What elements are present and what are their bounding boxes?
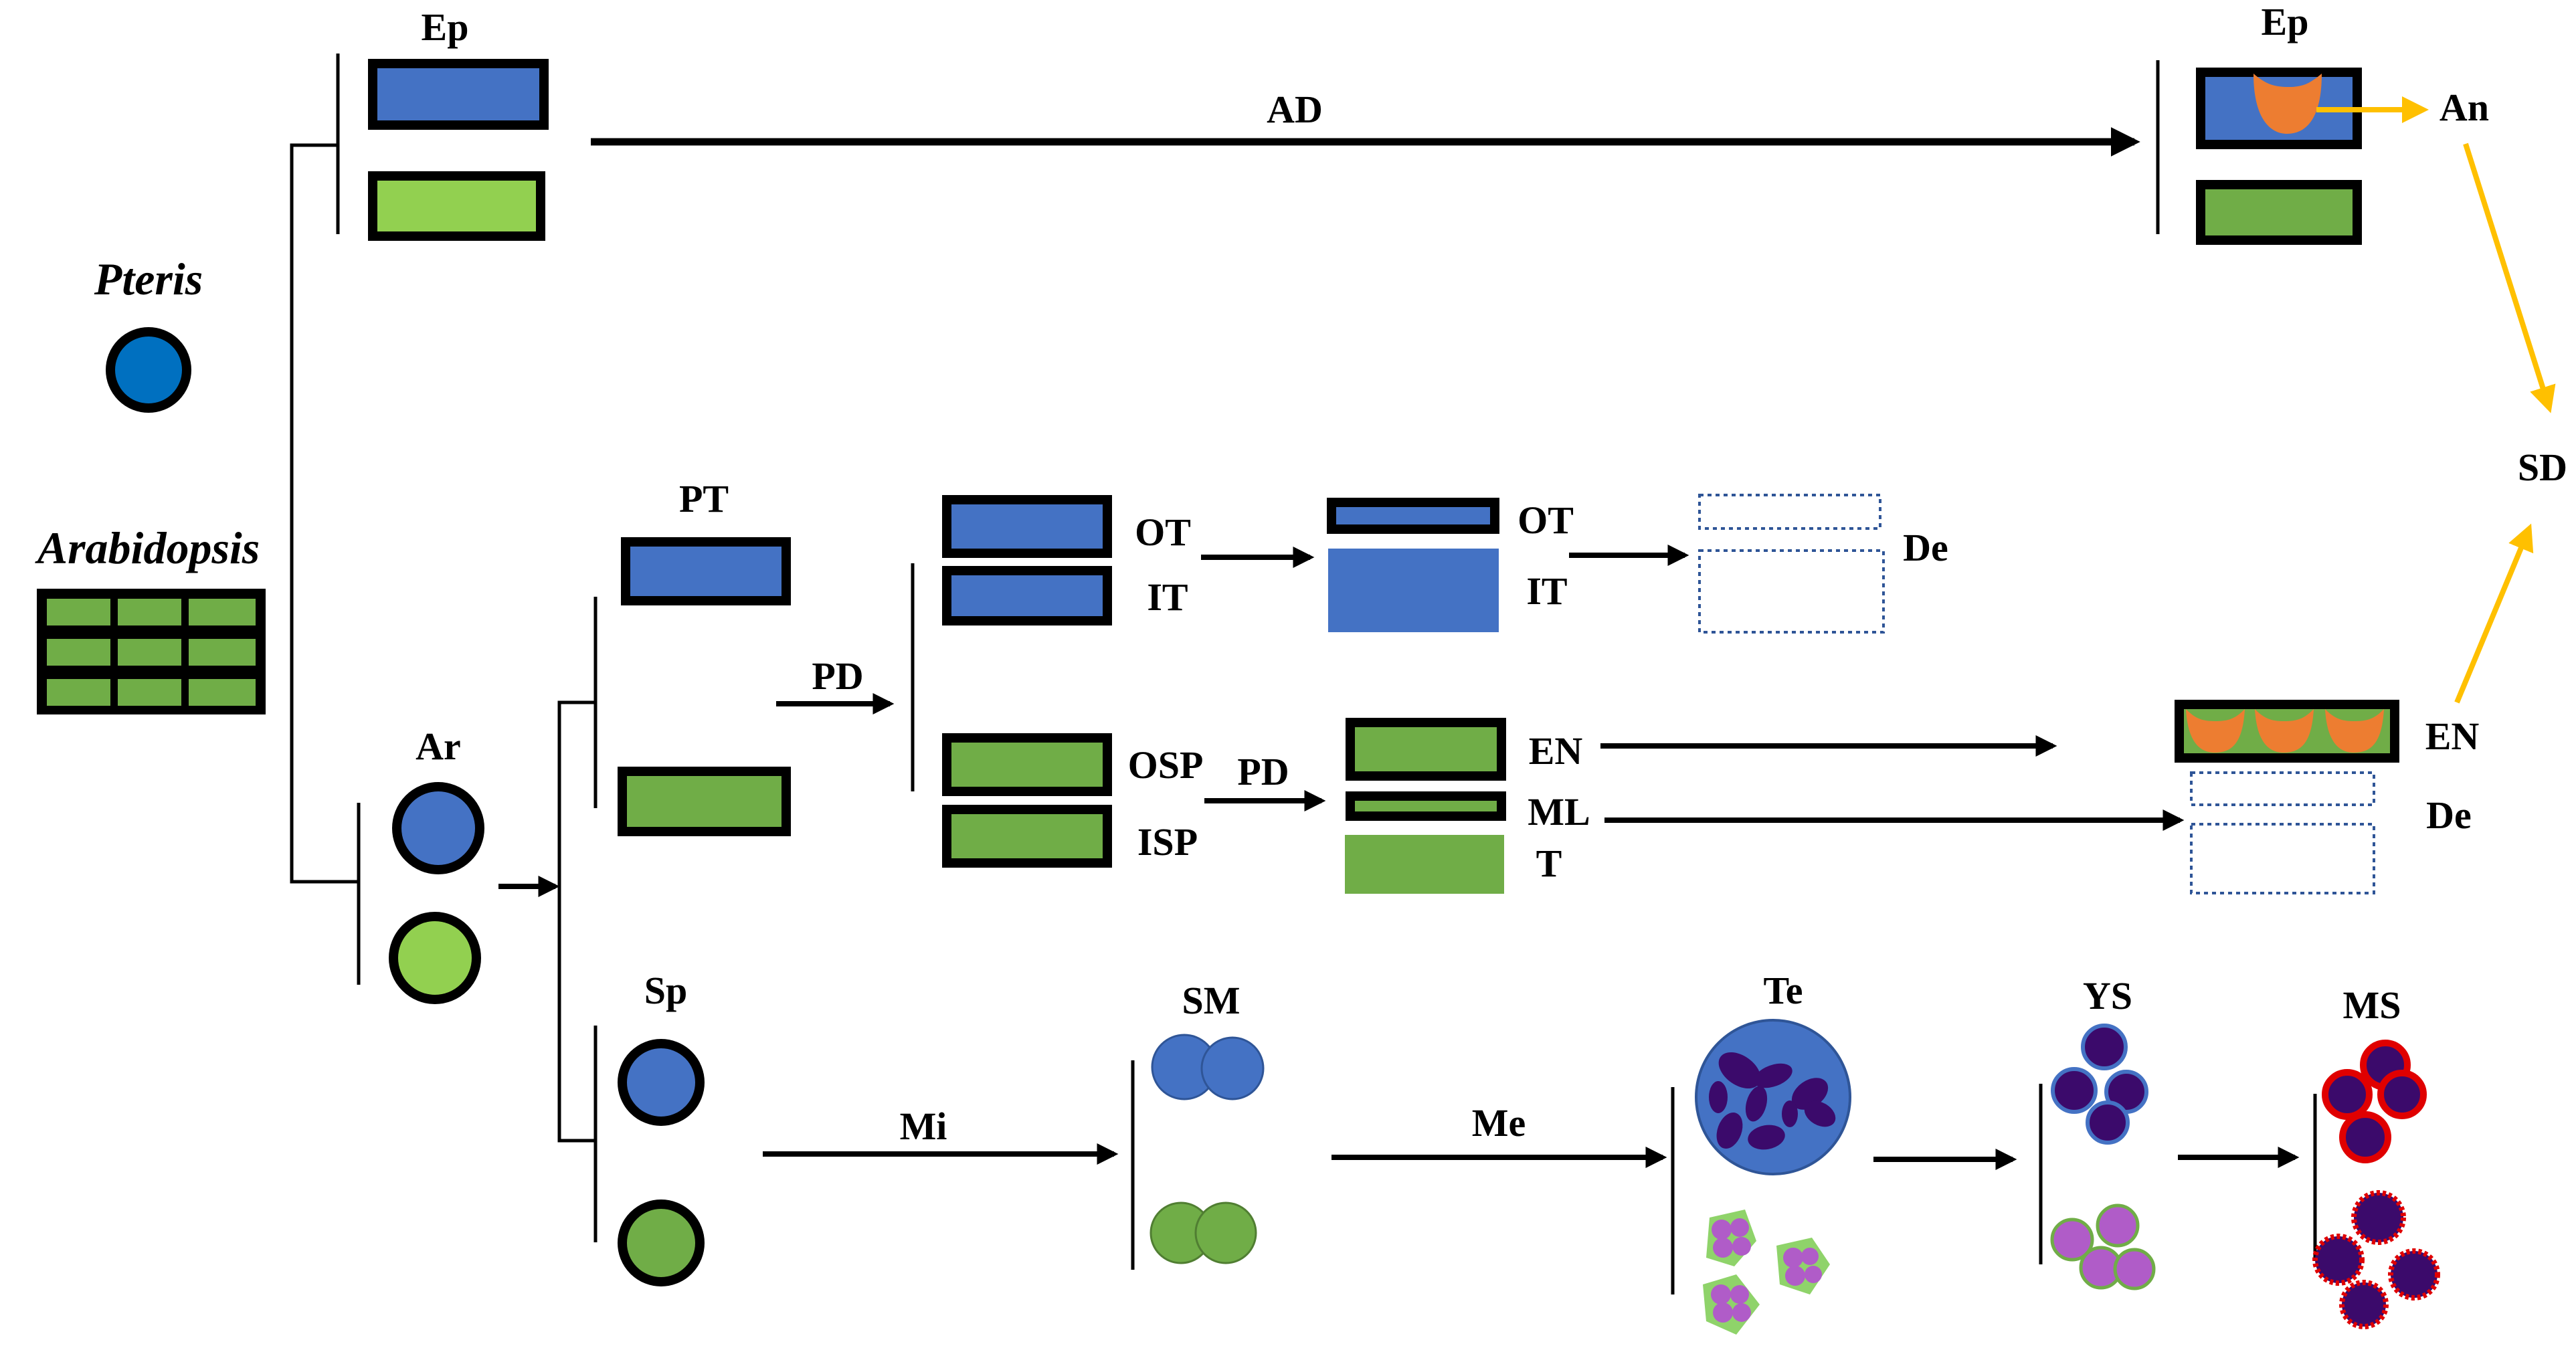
t-label: T xyxy=(1536,842,1562,885)
de-label-1: De xyxy=(1903,526,1948,569)
te-label: Te xyxy=(1763,969,1803,1012)
en-final-layer xyxy=(2175,700,2399,763)
ar-green-cell xyxy=(389,912,481,1004)
ot-blue-layer-1 xyxy=(942,495,1112,558)
sm-blue-dyad xyxy=(1151,1034,1265,1100)
it-label-1: IT xyxy=(1147,575,1188,619)
sp-blue-cell xyxy=(618,1039,705,1126)
an-label: An xyxy=(2440,86,2489,129)
arabidopsis-cell-grid xyxy=(37,589,266,714)
ot-label-2: OT xyxy=(1517,498,1574,542)
it-label-2: IT xyxy=(1526,569,1567,613)
ad-label: AD xyxy=(1267,88,1323,131)
ot-label-1: OT xyxy=(1135,510,1191,554)
de-label-2: De xyxy=(2426,793,2472,837)
ep-label-right: Ep xyxy=(2262,0,2309,43)
en-label-1: EN xyxy=(1529,729,1583,773)
degenerated-layer-2a xyxy=(2190,771,2375,806)
ep-green-layer-left xyxy=(368,171,545,241)
sp-label: Sp xyxy=(644,969,688,1012)
pt-blue-layer xyxy=(621,537,791,605)
middle-branch-connector xyxy=(557,597,597,1242)
it-blue-layer-1 xyxy=(942,566,1112,625)
mi-label: Mi xyxy=(900,1104,947,1148)
sp-green-cell xyxy=(618,1199,705,1286)
arabidopsis-label: Arabidopsis xyxy=(35,522,260,573)
ml-layer xyxy=(1346,791,1506,821)
sm-green-dyad xyxy=(1149,1201,1257,1264)
isp-label: ISP xyxy=(1137,820,1198,864)
ar-label: Ar xyxy=(416,725,461,768)
degenerated-layer-2b xyxy=(2190,823,2375,894)
main-tree-connector xyxy=(290,54,361,985)
en-label-2: EN xyxy=(2425,714,2480,758)
ms-label: MS xyxy=(2343,983,2401,1027)
te-blue-tetrad xyxy=(1695,1019,1851,1175)
ml-label: ML xyxy=(1528,790,1590,834)
pt-label: PT xyxy=(679,477,729,520)
en-green-layer-1 xyxy=(1346,718,1506,781)
ar-blue-cell xyxy=(392,782,484,874)
pteris-label: Pteris xyxy=(94,254,203,304)
te-green-tetrads xyxy=(1703,1210,1830,1335)
t-green-layer xyxy=(1345,835,1504,894)
it-blue-layer-2 xyxy=(1328,549,1499,632)
me-label: Me xyxy=(1472,1101,1526,1145)
ep-label-left: Ep xyxy=(422,5,469,49)
pt-green-layer xyxy=(618,767,791,836)
ot-blue-layer-2 xyxy=(1327,498,1499,534)
pd-label-2: PD xyxy=(1237,750,1289,793)
an-to-sd-yellow-arrow xyxy=(2463,142,2556,413)
ep-green-layer-right xyxy=(2196,180,2362,245)
sd-label: SD xyxy=(2518,446,2567,489)
ms-green-mature-spores xyxy=(2312,1190,2440,1329)
degenerated-layer-1b xyxy=(1698,549,1885,634)
isp-green-layer xyxy=(942,805,1112,868)
degenerated-layer-1a xyxy=(1698,494,1881,530)
en-to-sd-yellow-arrow xyxy=(2454,523,2534,704)
sm-label: SM xyxy=(1182,979,1240,1022)
ys-blue-microspores xyxy=(2051,1024,2148,1145)
osp-label: OSP xyxy=(1128,743,1204,787)
ys-label: YS xyxy=(2083,974,2132,1018)
ys-green-microspores xyxy=(2050,1203,2156,1290)
pteris-spore-cell xyxy=(106,327,191,413)
anther-locule-shape xyxy=(2253,74,2322,134)
osp-green-layer xyxy=(942,733,1112,796)
ms-blue-mature-spores xyxy=(2322,1040,2427,1163)
pd-label-1: PD xyxy=(812,654,863,698)
ep-blue-layer-left xyxy=(368,59,549,130)
